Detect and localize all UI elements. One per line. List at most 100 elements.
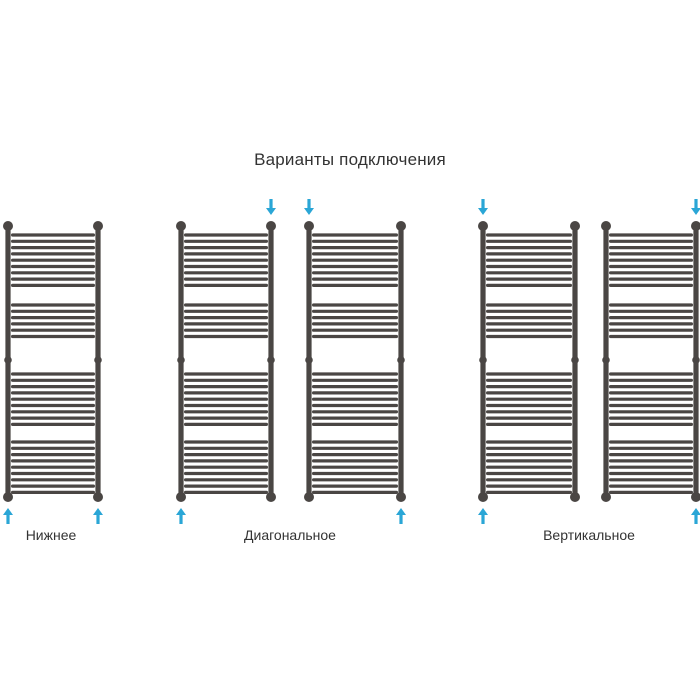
radiator-bar: [184, 459, 268, 463]
radiator-bar: [609, 372, 693, 376]
radiator-bar: [312, 378, 398, 382]
radiator-node: [267, 356, 275, 364]
radiator-bar: [312, 283, 398, 287]
radiator-bar: [11, 303, 95, 307]
radiator-bar: [486, 277, 572, 281]
radiator-node: [479, 356, 487, 364]
radiator-bar: [312, 471, 398, 476]
radiator-bar: [184, 385, 268, 389]
radiator-node: [478, 221, 488, 231]
radiator-bar: [11, 283, 95, 287]
radiator-bar: [312, 239, 398, 243]
radiator-bar: [312, 233, 398, 237]
arrow-up-icon: [93, 508, 103, 524]
radiator-bar: [11, 233, 95, 237]
radiator-node: [266, 492, 276, 502]
radiator-bar: [609, 328, 693, 332]
radiator-bar: [312, 303, 398, 307]
radiator-bar: [184, 410, 268, 414]
radiator-bar: [11, 239, 95, 243]
radiator-bar: [609, 264, 693, 269]
radiator-bar: [609, 416, 693, 420]
radiator-bar: [312, 416, 398, 420]
radiator-bar: [184, 484, 268, 488]
radiator-bar: [609, 309, 693, 313]
radiator-bar: [609, 397, 693, 401]
arrow-up-icon: [396, 508, 406, 524]
radiator-bar: [609, 471, 693, 476]
radiator-bar: [486, 239, 572, 243]
radiator-bar: [312, 271, 398, 275]
radiator-bar: [11, 316, 95, 320]
radiator-bar: [486, 258, 572, 262]
radiator-bar: [486, 264, 572, 269]
radiator-bar: [11, 309, 95, 313]
radiator-bar: [11, 322, 95, 326]
radiator-bar: [312, 403, 398, 408]
radiator-bar: [184, 271, 268, 275]
radiator-bar: [486, 471, 572, 476]
arrow-down-icon: [266, 199, 276, 215]
label-vertical-connection: Вертикальное: [543, 527, 635, 543]
radiator-node: [396, 221, 406, 231]
radiator-bar: [486, 271, 572, 275]
radiator-bar: [486, 440, 572, 444]
radiator-bar: [11, 422, 95, 426]
radiator-bar: [11, 277, 95, 281]
radiator-bar: [312, 316, 398, 320]
radiator-bar: [609, 303, 693, 307]
radiator-node: [93, 492, 103, 502]
radiator-bar: [609, 490, 693, 494]
radiator-bar: [609, 440, 693, 444]
radiator-bar: [609, 410, 693, 414]
radiator-bar: [11, 328, 95, 332]
radiator-bar: [312, 258, 398, 262]
radiator-bar: [184, 309, 268, 313]
radiator-bar: [609, 246, 693, 250]
radiator-bar: [11, 264, 95, 269]
radiator-bar: [312, 385, 398, 389]
arrow-down-icon: [691, 199, 700, 215]
radiator-bar: [184, 440, 268, 444]
radiator-node: [602, 356, 610, 364]
radiator-bar: [184, 465, 268, 469]
radiator-node: [478, 492, 488, 502]
radiator-bar: [609, 484, 693, 488]
radiator-bar: [184, 258, 268, 262]
radiator-bar: [11, 403, 95, 408]
radiator-bar: [184, 378, 268, 382]
radiator-bar: [486, 484, 572, 488]
radiator-bar: [609, 422, 693, 426]
radiator-bar: [312, 484, 398, 488]
label-diagonal-connection: Диагональное: [244, 527, 336, 543]
radiator-bar: [184, 453, 268, 457]
radiator-bar: [312, 446, 398, 450]
radiator-icon: [3, 221, 103, 502]
radiator-bar: [486, 233, 572, 237]
radiator-bar: [11, 453, 95, 457]
radiator-node: [266, 221, 276, 231]
radiator-bar: [184, 403, 268, 408]
radiator-bar: [609, 271, 693, 275]
radiator-bar: [609, 453, 693, 457]
radiator-bar: [609, 478, 693, 482]
radiator-bar: [184, 322, 268, 326]
radiator-bar: [312, 440, 398, 444]
radiator-bar: [609, 283, 693, 287]
radiator-bar: [184, 446, 268, 450]
radiator-node: [396, 492, 406, 502]
radiator-bar: [184, 277, 268, 281]
radiator-icon: [478, 221, 580, 502]
radiator-bar: [11, 385, 95, 389]
radiator-bar: [486, 478, 572, 482]
radiator-bar: [184, 471, 268, 476]
radiator-bar: [486, 459, 572, 463]
radiator-bar: [486, 410, 572, 414]
radiator-bar: [11, 459, 95, 463]
radiator-bar: [312, 397, 398, 401]
radiator-bar: [609, 316, 693, 320]
radiator-node: [691, 221, 700, 231]
radiator-bar: [184, 303, 268, 307]
arrow-down-icon: [478, 199, 488, 215]
radiator-bar: [11, 410, 95, 414]
